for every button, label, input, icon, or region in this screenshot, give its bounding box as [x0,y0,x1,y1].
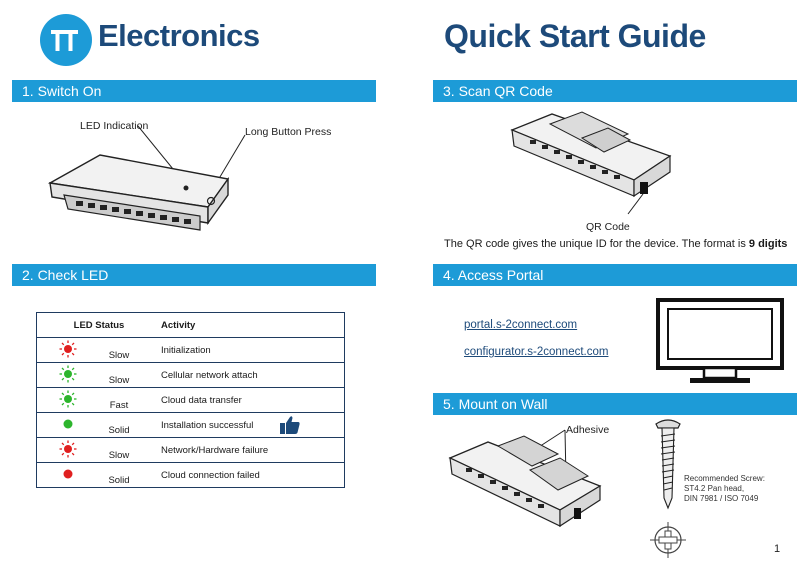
led-status-table: LED Status Activity Slow Initialization … [36,312,345,488]
table-row: Solid Cloud connection failed [37,463,344,488]
table-row: Slow Cellular network attach [37,362,344,388]
activity-text: Cloud data transfer [161,387,344,413]
screw-recommendation: Recommended Screw: ST4.2 Pan head, DIN 7… [684,474,765,504]
led-status-text: Solid [108,474,130,486]
qr-code-label: QR Code [586,221,630,233]
brand-name: Electronics [98,18,260,53]
section-header-scan-qr: 3. Scan QR Code [433,80,797,102]
long-button-press-label: Long Button Press [245,126,332,138]
led-status-text: Fast [109,399,129,411]
table-row: Fast Cloud data transfer [37,387,344,413]
activity-text: Cellular network attach [161,362,344,388]
section-header-access-portal: 4. Access Portal [433,264,797,286]
led-status-text: Slow [108,374,130,386]
section-header-check-led: 2. Check LED [12,264,376,286]
green-blinking-led-icon [59,365,77,382]
qr-description-text: The QR code gives the unique ID for the … [444,238,749,250]
screw-icon [655,419,681,510]
table-row: Slow Network/Hardware failure [37,437,344,463]
page-number: 1 [774,543,781,555]
activity-text: Cloud connection failed [161,469,260,481]
red-solid-led-icon [63,469,73,478]
device-switch-on-illustration [47,125,246,231]
table-row: Solid Installation successful [37,412,344,438]
adhesive-label: Adhesive [566,424,610,436]
device-mount-illustration [448,429,602,528]
activity-text: Installation successful [161,419,254,431]
qr-description: The QR code gives the unique ID for the … [444,238,787,250]
qr-format-digits: 9 digits [748,238,788,250]
led-status-text: Slow [108,349,130,361]
green-blinking-led-icon [59,390,77,407]
section-header-mount-on-wall: 5. Mount on Wall [433,393,797,415]
table-row: Slow Initialization [37,337,344,363]
header-activity: Activity [161,313,344,338]
red-blinking-led-icon [59,340,77,357]
activity-text: Initialization [161,337,344,363]
page-title: Quick Start Guide [444,18,706,54]
screw-head-cross-icon [650,522,686,558]
screw-note-line: ST4.2 Pan head, [684,484,745,493]
screw-note-line: Recommended Screw: [684,474,765,483]
configurator-link[interactable]: configurator.s-2connect.com [464,346,609,358]
brand-logo [40,14,92,66]
portal-link[interactable]: portal.s-2connect.com [464,319,578,331]
activity-text: Network/Hardware failure [161,437,344,463]
led-status-text: Slow [108,449,130,461]
green-solid-led-icon [63,419,73,428]
section-header-switch-on: 1. Switch On [12,80,376,102]
table-header-row: LED Status Activity [37,313,344,338]
header-led-status: LED Status [37,313,161,338]
led-status-text: Solid [108,424,130,436]
monitor-icon [656,298,784,383]
screw-note-line: DIN 7981 / ISO 7049 [684,494,759,503]
logo-tt-icon [51,30,78,51]
led-indication-label: LED Indication [80,120,149,132]
red-blinking-led-icon [59,440,77,457]
thumbs-up-icon [280,416,300,434]
device-qr-illustration [510,111,672,215]
